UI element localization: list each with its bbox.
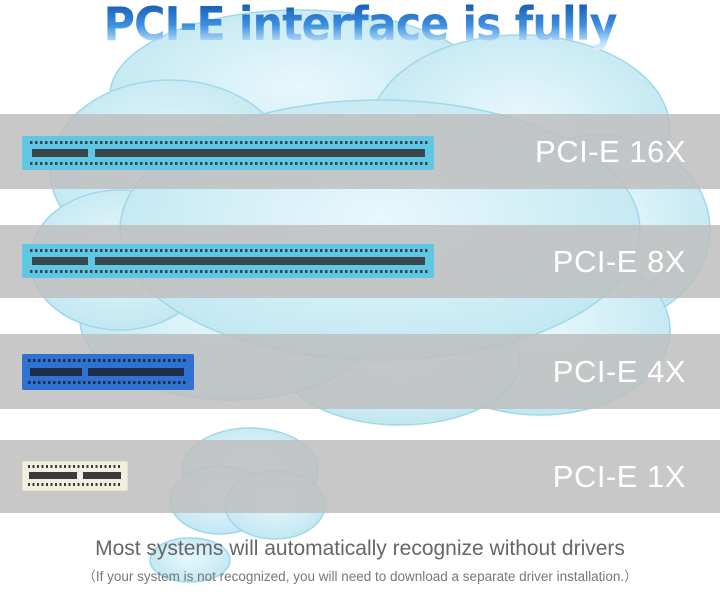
pcie-1x-slot-icon — [22, 461, 128, 491]
pcie-1x-label: PCI-E 1X — [552, 458, 686, 494]
pcie-4x-slot-icon — [22, 354, 194, 390]
pcie-4x-row: PCI-E 4X — [0, 334, 720, 409]
pcie-8x-row: PCI-E 8X — [0, 225, 720, 298]
pcie-4x-label: PCI-E 4X — [552, 353, 686, 389]
pcie-8x-slot-icon — [22, 244, 434, 278]
pcie-16x-row: PCI-E 16X — [0, 114, 720, 189]
compatibility-note: Most systems will automatically recogniz… — [95, 537, 625, 560]
driver-note: （If your system is not recognized, you w… — [82, 569, 638, 584]
page-title: PCI-E interface is fully compatible — [0, 0, 720, 106]
pcie-16x-slot-icon — [22, 136, 434, 170]
pcie-8x-label: PCI-E 8X — [552, 243, 686, 279]
pcie-16x-label: PCI-E 16X — [535, 133, 686, 169]
pcie-1x-row: PCI-E 1X — [0, 440, 720, 513]
